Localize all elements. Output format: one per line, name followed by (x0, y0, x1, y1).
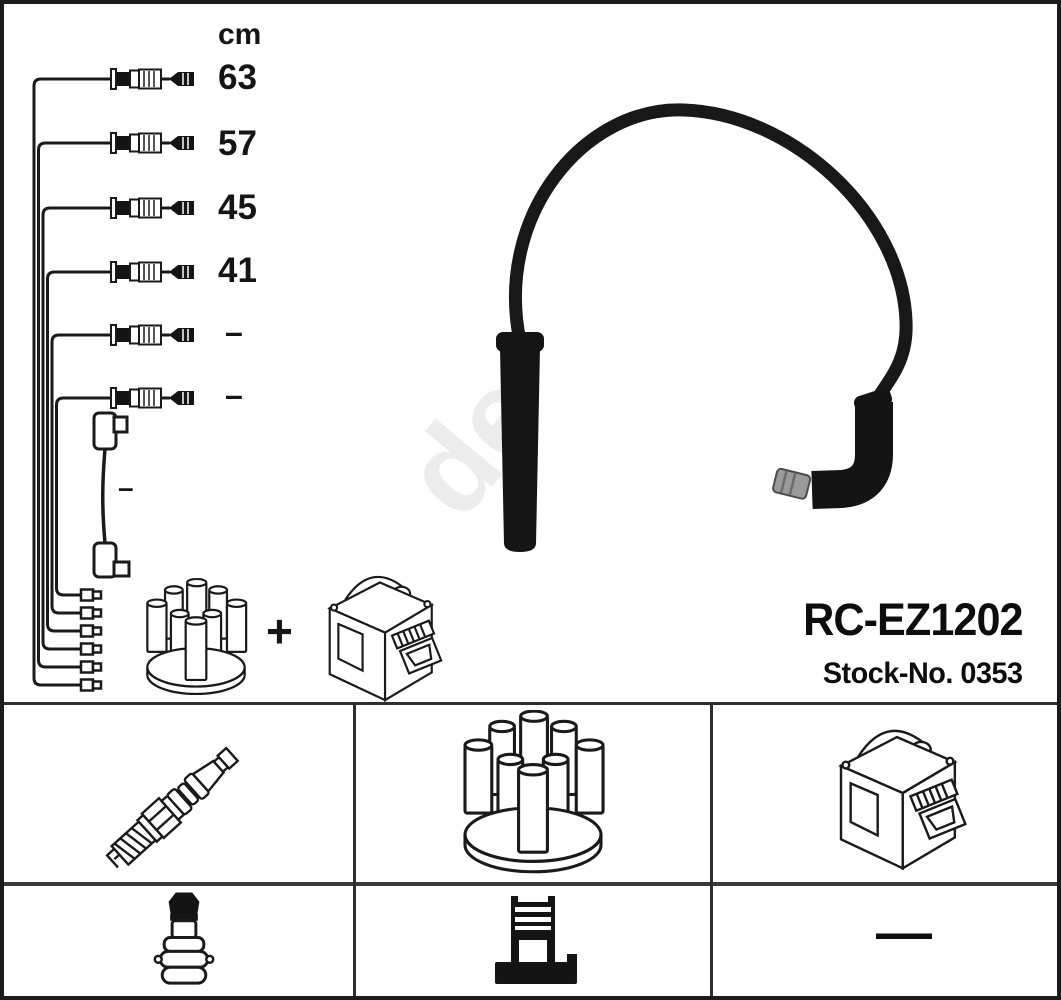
cable-length-label: 63 (218, 58, 257, 97)
coil-wire-icon (92, 411, 131, 579)
distributor-cap-icon (447, 710, 619, 880)
length-unit-header: cm (218, 18, 262, 51)
grid-vertical-divider (710, 705, 713, 996)
grid-horizontal-divider (4, 702, 1057, 705)
cable-length-label: 41 (218, 251, 257, 290)
ignition-cable-photo (496, 103, 913, 552)
cable-length-label: – (225, 377, 243, 413)
cable-length-label: – (225, 314, 243, 350)
cable-length-label: 45 (218, 188, 257, 227)
product-identification: RC-EZ1202 Stock-No. 0353 (794, 594, 1024, 691)
plug-terminal-icon (147, 890, 221, 994)
cable-lead-icon (99, 196, 196, 220)
cable-lead-icon (99, 67, 196, 91)
coil-connector-icon (487, 892, 585, 990)
grid-vertical-divider (353, 705, 356, 996)
cable-length-label: 57 (218, 124, 257, 163)
distributor-cap-icon (137, 570, 255, 708)
not-included-dash: — (876, 900, 932, 963)
coil-wire-length-label: – (118, 472, 134, 503)
cable-lead-icon (99, 260, 196, 284)
cable-lead-icon (99, 131, 196, 155)
ignition-coil-icon (314, 560, 444, 707)
product-code: RC-EZ1202 (803, 594, 1024, 645)
grid-horizontal-divider (4, 882, 1057, 886)
cable-lead-icon (99, 386, 196, 410)
plus-sign: + (266, 605, 293, 657)
cable-lead-icon (99, 323, 196, 347)
stock-number: Stock-No. 0353 (823, 657, 1023, 691)
spark-plug-icon (94, 712, 269, 880)
wire-set-diagram (32, 67, 196, 692)
terminal-stack-icon (79, 588, 103, 692)
ignition-coil-icon (820, 712, 972, 876)
